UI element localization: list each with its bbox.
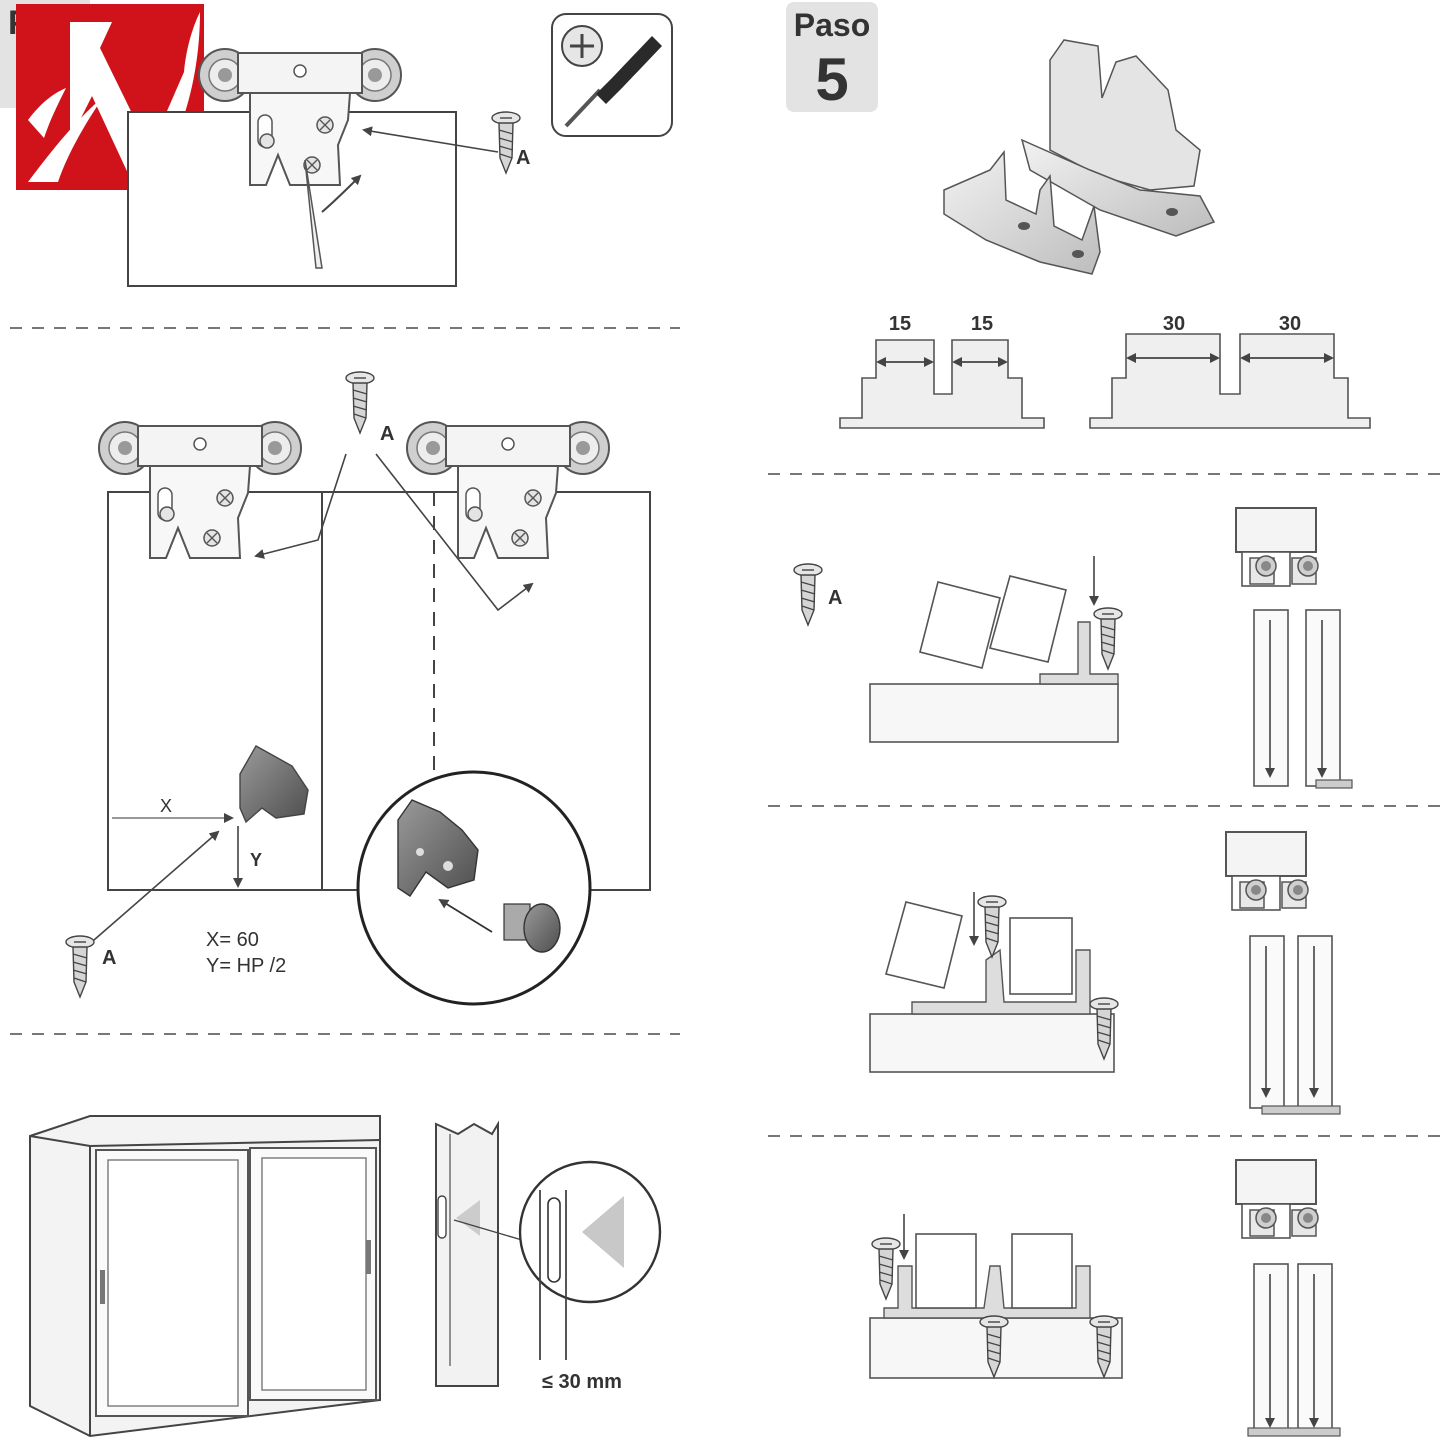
screw-icon — [1093, 607, 1123, 670]
step-badge: Paso 5 — [786, 2, 878, 113]
dim-30-right: 30 — [1279, 313, 1301, 335]
door-edge-profile: ≤ 30 mm — [435, 1120, 662, 1393]
screw-icon — [871, 1237, 901, 1300]
screw-icon — [793, 563, 823, 626]
screw-label-row1: A — [828, 587, 842, 609]
screw-label-bottom: A — [102, 947, 116, 969]
floor-guide-step-2 — [869, 831, 1341, 1115]
guide-30mm: 30 30 — [1089, 313, 1371, 429]
formula-y: Y= HP /2 — [206, 955, 286, 977]
screw-label-top: A — [380, 423, 394, 445]
floor-guide-step-3 — [869, 1159, 1341, 1437]
wardrobe-view — [29, 1115, 381, 1438]
step-number: 5 — [815, 46, 848, 113]
x-axis-label: X — [160, 796, 172, 816]
step-word: Paso — [794, 7, 870, 43]
guide-15mm: 15 15 — [839, 313, 1045, 429]
y-axis-label: Y — [250, 850, 262, 870]
single-door-install: A — [127, 49, 530, 287]
screw-label: A — [516, 147, 530, 169]
double-door-install: A X Y A X= 60 Y= HP /2 — [65, 371, 651, 1006]
formula-x: X= 60 — [206, 929, 259, 951]
dim-30-left: 30 — [1163, 313, 1185, 335]
dim-15-left: 15 — [889, 313, 911, 335]
screw-icon — [345, 371, 375, 434]
gap-limit-label: ≤ 30 mm — [542, 1371, 622, 1393]
floor-guides-3d — [943, 39, 1216, 275]
phillips-head-icon — [561, 25, 603, 67]
screw-icon — [65, 935, 95, 998]
screwdriver-icon — [551, 13, 673, 137]
floor-guide-step-1: A — [793, 507, 1353, 789]
screw-icon — [977, 895, 1007, 958]
dim-15-right: 15 — [971, 313, 993, 335]
